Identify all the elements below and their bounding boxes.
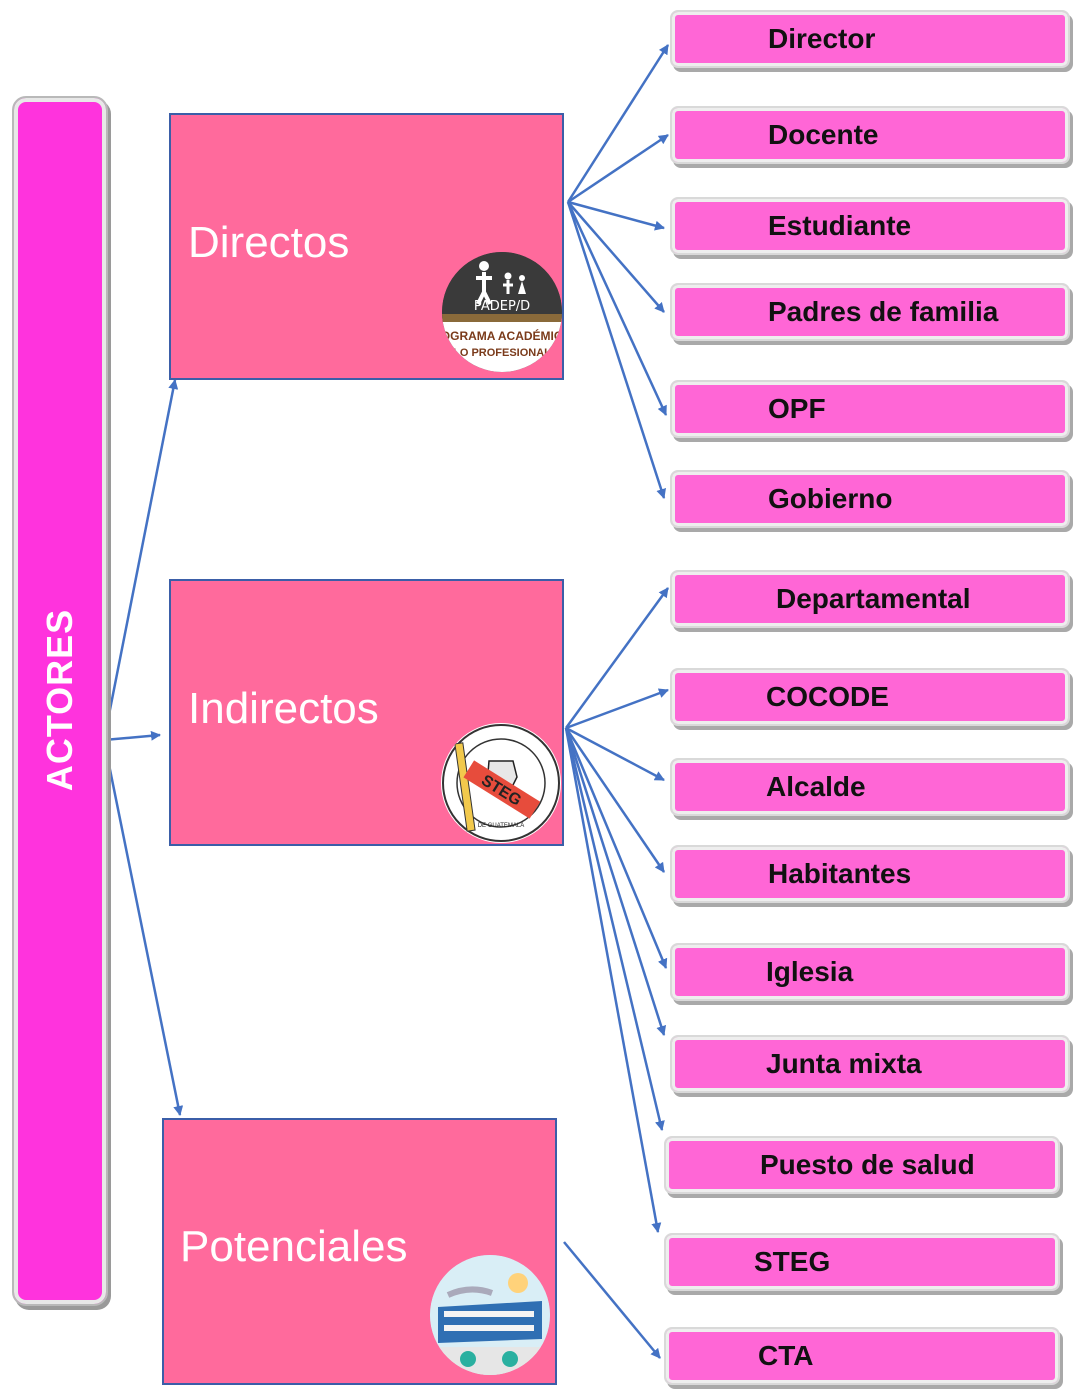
actores-root-box [12, 96, 108, 1306]
item-director: Director [670, 10, 1070, 68]
arrow-actores-to-indirectos [103, 730, 161, 742]
padep-d-logo: PADEP/D ROGRAMA ACADÉMICO LO PROFESIONAL [442, 252, 562, 372]
item-alcalde: Alcalde [670, 758, 1070, 816]
arrow-potenciales-to-cta [563, 1241, 661, 1359]
padep-logo-text: PADEP/D [474, 299, 530, 314]
item-cocode: COCODE [670, 668, 1070, 726]
category-directos-label: Directos [188, 218, 350, 267]
category-indirectos-label: Indirectos [188, 684, 379, 733]
arrow-indirectos-to-habitantes [564, 727, 666, 873]
item-estudiante: Estudiante [670, 197, 1070, 255]
item-puesto-de-salud: Puesto de salud [664, 1136, 1060, 1194]
arrow-indirectos-to-departamental [564, 587, 670, 729]
category-potenciales-label: Potenciales [180, 1222, 408, 1271]
arrow-directos-to-director [566, 44, 670, 203]
item-habitantes: Habitantes [670, 845, 1070, 903]
arrow-directos-to-gobierno [566, 201, 666, 499]
arrow-indirectos-to-junta-mixta [564, 727, 667, 1036]
actores-label: ACTORES [39, 608, 80, 792]
item-junta-mixta: Junta mixta [670, 1035, 1070, 1093]
arrow-actores-to-directos [102, 379, 179, 741]
arrow-indirectos-to-puesto-de-salud [564, 727, 665, 1131]
arrow-indirectos-to-alcalde [565, 726, 665, 782]
arrow-indirectos-to-steg [564, 727, 662, 1233]
arrow-actores-to-potenciales [102, 739, 184, 1116]
padep-logo-band-2: LO PROFESIONAL [453, 347, 551, 359]
arrow-indirectos-to-iglesia [564, 727, 668, 969]
steg-logo: STEG DE GUATEMALA [441, 723, 561, 843]
arrow-directos-to-opf [566, 201, 668, 416]
item-padres-de-familia: Padres de familia [670, 283, 1070, 341]
item-gobierno: Gobierno [670, 470, 1070, 528]
steg-logo-bottom-text: DE GUATEMALA [478, 823, 525, 829]
item-departamental: Departamental [670, 570, 1070, 628]
item-steg: STEG [664, 1233, 1060, 1291]
item-iglesia: Iglesia [670, 943, 1070, 1001]
arrow-directos-to-estudiante [567, 200, 665, 231]
item-cta: CTA [664, 1327, 1060, 1385]
arrow-directos-to-padres [567, 201, 665, 313]
item-docente: Docente [670, 106, 1070, 164]
arrow-directos-to-docente [567, 133, 669, 204]
school-building-logo [430, 1255, 550, 1375]
item-opf: OPF [670, 380, 1070, 438]
arrow-indirectos-to-cocode [565, 688, 669, 730]
padep-logo-band-1: ROGRAMA ACADÉMICO [442, 328, 562, 343]
